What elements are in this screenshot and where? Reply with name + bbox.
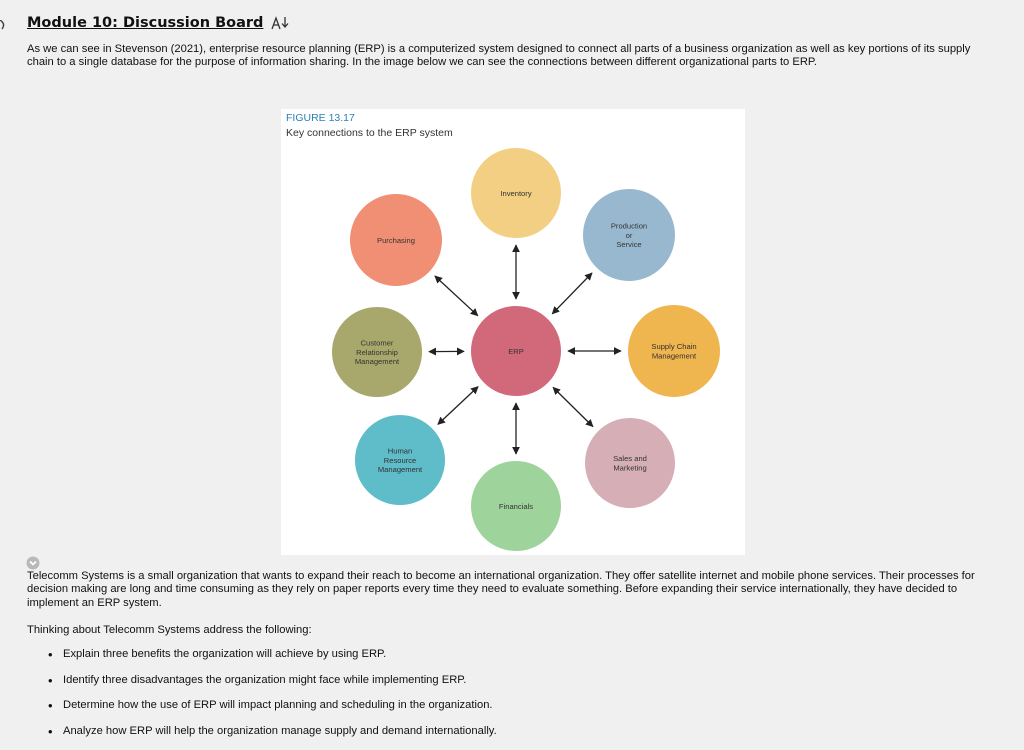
task-list: Explain three benefits the organization … xyxy=(48,648,497,750)
node-label-sales-marketing: Sales and xyxy=(613,454,647,463)
node-label-erp: ERP xyxy=(508,347,524,356)
node-label-purchasing: Purchasing xyxy=(377,236,415,245)
list-item: Analyze how ERP will help the organizati… xyxy=(48,725,497,750)
prompt-text: Thinking about Telecomm Systems address … xyxy=(27,624,312,636)
node-label-production: Service xyxy=(616,240,641,249)
node-label-crm: Relationship xyxy=(356,348,398,357)
chevron-down-icon[interactable] xyxy=(26,556,40,570)
node-label-hrm: Resource xyxy=(384,456,417,465)
case-paragraph: Telecomm Systems is a small organization… xyxy=(27,570,1002,610)
connection-arrow-production xyxy=(552,273,592,314)
list-item: Explain three benefits the organization … xyxy=(48,648,497,674)
node-label-supply-chain: Management xyxy=(652,351,697,360)
intro-paragraph: As we can see in Stevenson (2021), enter… xyxy=(27,43,992,70)
list-item: Identify three disadvantages the organiz… xyxy=(48,674,497,700)
node-label-sales-marketing: Marketing xyxy=(613,463,646,472)
node-label-crm: Management xyxy=(355,357,400,366)
sort-az-icon[interactable] xyxy=(271,16,291,30)
left-edge-mark xyxy=(0,20,6,38)
node-label-supply-chain: Supply Chain xyxy=(651,342,696,351)
heading-row: Module 10: Discussion Board xyxy=(27,15,291,31)
connection-arrow-purchasing xyxy=(435,276,478,316)
page-title: Module 10: Discussion Board xyxy=(27,15,263,31)
connection-arrow-sales-marketing xyxy=(553,387,593,426)
node-label-financials: Financials xyxy=(499,502,533,511)
node-label-production: or xyxy=(626,231,633,240)
node-label-inventory: Inventory xyxy=(500,189,531,198)
erp-figure: FIGURE 13.17 Key connections to the ERP … xyxy=(281,109,745,555)
list-item: Determine how the use of ERP will impact… xyxy=(48,699,497,725)
connection-arrow-hrm xyxy=(438,387,478,425)
node-label-hrm: Management xyxy=(378,465,423,474)
node-label-production: Production xyxy=(611,222,647,231)
node-label-hrm: Human xyxy=(388,447,412,456)
node-label-crm: Customer xyxy=(361,339,394,348)
